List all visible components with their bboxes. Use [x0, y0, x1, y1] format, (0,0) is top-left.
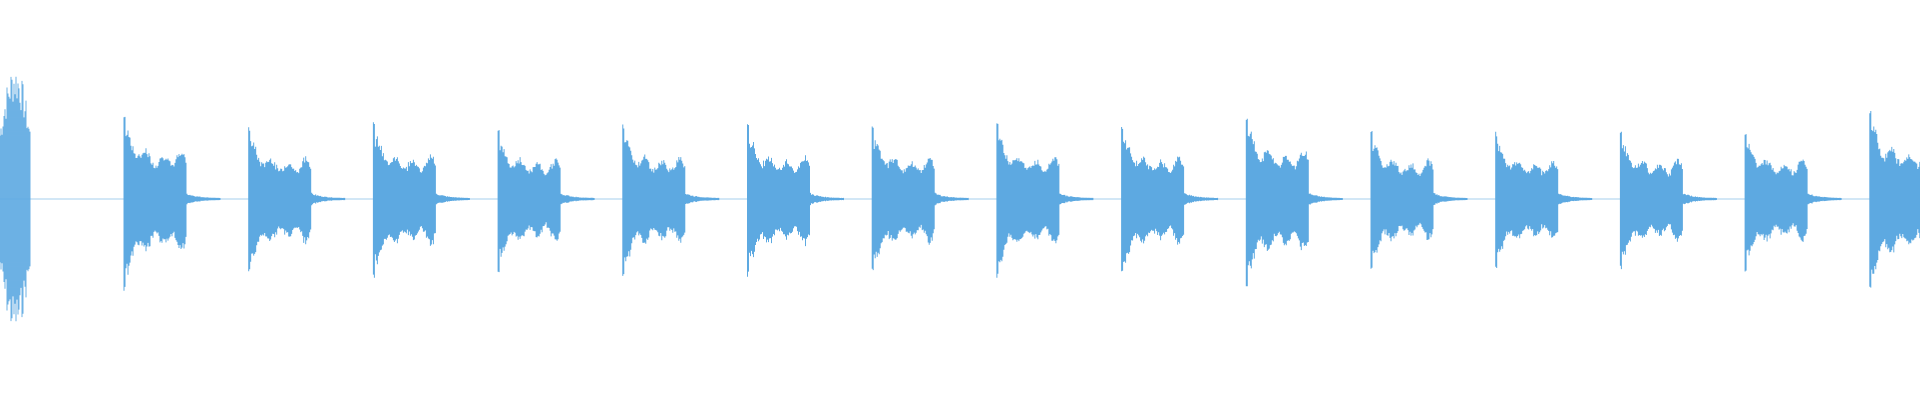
- burst-samples: [1495, 131, 1593, 268]
- burst-samples: [622, 124, 720, 276]
- waveform-burst: [871, 126, 969, 271]
- burst-samples: [497, 130, 595, 273]
- burst-samples: [123, 116, 221, 291]
- burst-samples: [1619, 131, 1717, 270]
- burst-samples: [996, 123, 1094, 278]
- waveform-burst: [622, 124, 720, 276]
- waveform-burst: [372, 122, 470, 278]
- waveform-burst: [1495, 131, 1593, 268]
- burst-samples: [0, 76, 31, 322]
- burst-samples: [747, 124, 844, 277]
- waveform-burst: [1370, 131, 1468, 269]
- waveform-burst: [1245, 118, 1343, 287]
- burst-samples: [1370, 131, 1468, 269]
- waveform-burst: [248, 127, 346, 272]
- waveform-burst: [497, 130, 595, 273]
- waveform-burst: [1121, 127, 1219, 272]
- waveform-burst: [0, 76, 31, 322]
- waveform-burst: [123, 116, 221, 291]
- waveform-burst: [1744, 134, 1842, 272]
- burst-samples: [372, 122, 470, 278]
- burst-samples: [1869, 111, 1920, 288]
- waveform-burst: [747, 124, 844, 277]
- waveform-burst: [1619, 131, 1717, 270]
- burst-samples: [248, 127, 346, 272]
- waveform-burst: [996, 123, 1094, 278]
- burst-samples: [1744, 134, 1842, 272]
- waveform-burst: [1869, 111, 1920, 288]
- waveform-bursts: [0, 76, 1920, 322]
- burst-samples: [1121, 127, 1219, 272]
- burst-samples: [871, 126, 969, 271]
- burst-samples: [1245, 118, 1343, 287]
